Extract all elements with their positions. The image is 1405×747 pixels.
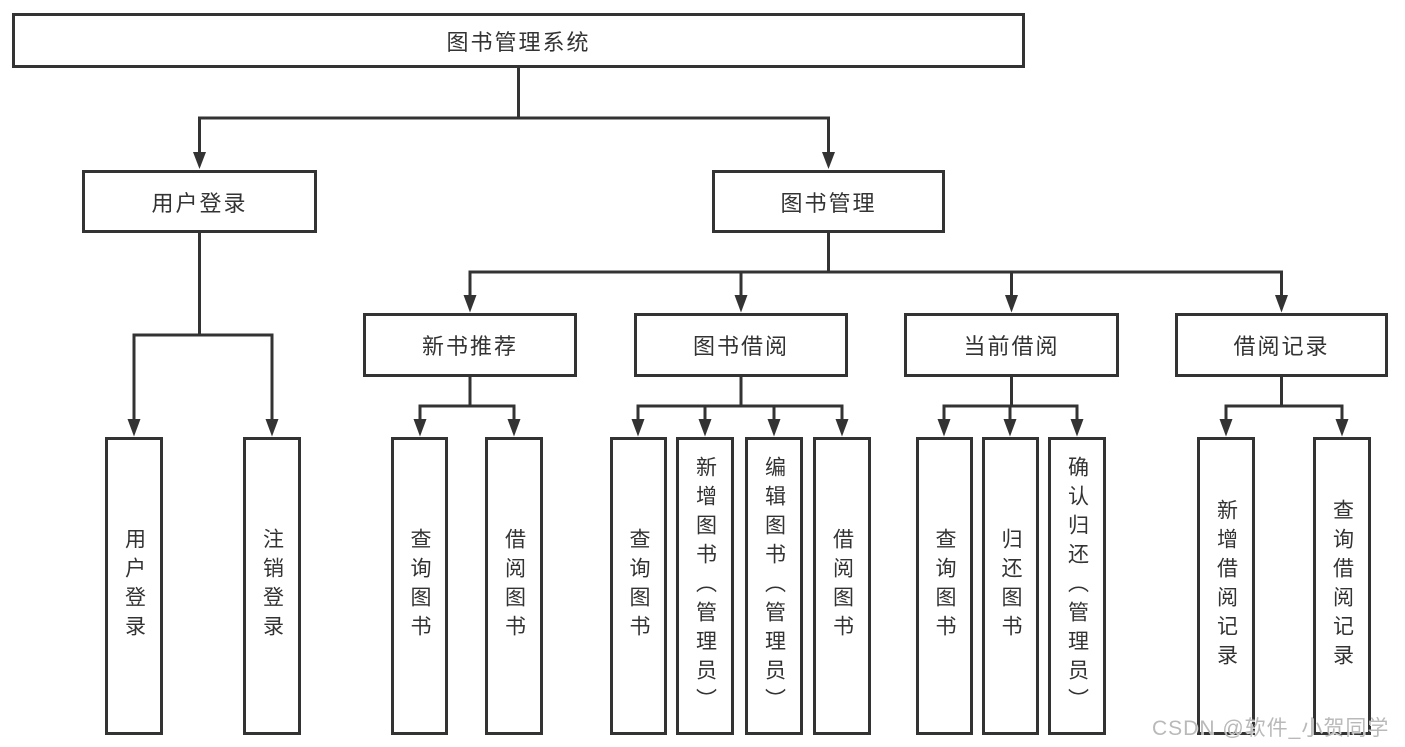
arrow-down-icon (507, 419, 521, 437)
node-root: 图书管理系统 (12, 13, 1025, 68)
connector-bookmgmt-to-level3 (463, 231, 1288, 313)
arrow-down-icon (413, 419, 427, 437)
leaf-newbook-query-books-label: 查询图书 (408, 528, 431, 644)
arrow-down-icon (1070, 419, 1084, 437)
node-borrow-record: 借阅记录 (1175, 313, 1388, 377)
leaf-borrow-add-books-admin-label: 新增图书（管理员） (693, 455, 717, 717)
node-root-label: 图书管理系统 (446, 29, 591, 55)
leaf-borrow-edit-books-admin: 编辑图书（管理员） (745, 437, 803, 735)
node-new-book-recommend: 新书推荐 (363, 313, 577, 377)
arrow-down-icon (193, 152, 206, 169)
arrow-down-icon (698, 419, 712, 437)
connector-borrow-to-leaves (631, 375, 849, 437)
node-book-management: 图书管理 (712, 170, 945, 233)
arrow-down-icon (1219, 419, 1233, 437)
leaf-current-return-books-label: 归还图书 (999, 528, 1022, 644)
leaf-record-add-borrow-record: 新增借阅记录 (1197, 437, 1255, 735)
connector-current-to-leaves (937, 375, 1084, 437)
leaf-borrow-borrow-books: 借阅图书 (813, 437, 871, 735)
leaf-borrow-query-books: 查询图书 (610, 437, 667, 735)
leaf-borrow-query-books-label: 查询图书 (627, 528, 650, 644)
node-new-book-recommend-label: 新书推荐 (421, 334, 518, 359)
connector-newbook-to-leaves (413, 375, 521, 437)
arrow-down-icon (265, 419, 279, 437)
leaf-record-add-borrow-record-label: 新增借阅记录 (1214, 499, 1238, 673)
arrow-down-icon (767, 419, 781, 437)
node-book-borrow-label: 图书借阅 (692, 334, 789, 359)
arrow-down-icon (822, 152, 835, 169)
arrow-down-icon (937, 419, 951, 437)
leaf-newbook-query-books: 查询图书 (391, 437, 448, 735)
leaf-borrow-edit-books-admin-label: 编辑图书（管理员） (762, 455, 786, 717)
node-user-login-label: 用户登录 (151, 190, 248, 216)
arrow-down-icon (734, 295, 748, 313)
leaf-logout-login: 注销登录 (243, 437, 301, 735)
leaf-current-query-books: 查询图书 (916, 437, 973, 735)
arrow-down-icon (127, 419, 141, 437)
connector-root-to-level2 (193, 66, 835, 169)
arrow-down-icon (1005, 295, 1018, 313)
leaf-current-query-books-label: 查询图书 (933, 528, 956, 644)
leaf-current-confirm-return-admin: 确认归还（管理员） (1048, 437, 1106, 735)
node-user-login: 用户登录 (82, 170, 317, 233)
arrow-down-icon (1275, 295, 1288, 313)
arrow-down-icon (835, 419, 849, 437)
leaf-logout-login-label: 注销登录 (260, 528, 284, 644)
node-borrow-record-label: 借阅记录 (1233, 334, 1330, 359)
node-book-management-label: 图书管理 (780, 190, 877, 216)
leaf-record-query-borrow-record: 查询借阅记录 (1313, 437, 1371, 735)
node-current-borrow-label: 当前借阅 (963, 334, 1060, 359)
leaf-borrow-borrow-books-label: 借阅图书 (830, 528, 854, 644)
csdn-watermark: CSDN @软件_小贺同学 (1152, 717, 1390, 740)
connector-userlogin-to-leaves (127, 231, 279, 437)
leaf-borrow-add-books-admin: 新增图书（管理员） (676, 437, 734, 735)
leaf-user-login: 用户登录 (105, 437, 163, 735)
leaf-newbook-borrow-books-label: 借阅图书 (502, 528, 526, 644)
leaf-user-login-label: 用户登录 (122, 528, 146, 644)
leaf-current-confirm-return-admin-label: 确认归还（管理员） (1065, 455, 1089, 717)
leaf-newbook-borrow-books: 借阅图书 (485, 437, 543, 735)
node-current-borrow: 当前借阅 (904, 313, 1119, 377)
leaf-current-return-books: 归还图书 (982, 437, 1039, 735)
arrow-down-icon (631, 419, 645, 437)
node-book-borrow: 图书借阅 (634, 313, 848, 377)
arrow-down-icon (463, 295, 477, 313)
arrow-down-icon (1335, 419, 1349, 437)
arrow-down-icon (1003, 419, 1017, 437)
connector-record-to-leaves (1219, 375, 1349, 437)
leaf-record-query-borrow-record-label: 查询借阅记录 (1330, 499, 1354, 673)
